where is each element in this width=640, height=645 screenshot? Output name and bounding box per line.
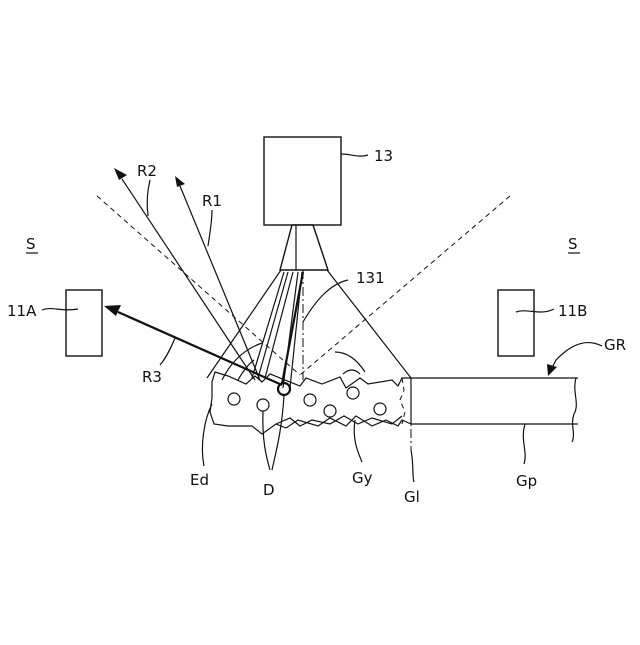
glass-ribbon-label: GR: [604, 336, 626, 354]
inner-ray-2: [258, 272, 288, 378]
camera-leader: [341, 154, 368, 156]
defect-label: D: [263, 481, 275, 499]
glass-edge-inner-profile: [276, 416, 402, 426]
ray2-leader: [147, 180, 150, 216]
glass-p-leader: [523, 424, 525, 464]
defect-bubble-5: [347, 387, 359, 399]
sensor-11a-label: 11A: [7, 302, 37, 320]
space-label-right: S: [568, 235, 578, 253]
ray2-label: R2: [137, 162, 157, 180]
defect-bubble-3: [304, 394, 316, 406]
ray3-label: R3: [142, 368, 162, 386]
ray-r1-arrowhead: [175, 176, 185, 187]
defect-bubble-2: [257, 399, 269, 411]
ray-r2-arrowhead: [114, 168, 127, 180]
sensor-11a-box: [66, 290, 102, 356]
lens-leader: [303, 280, 348, 322]
sensor-11b-box: [498, 290, 534, 356]
boundary-gl-label: Gl: [404, 488, 420, 506]
reflection-arc-right: [335, 352, 365, 372]
glass-ribbon-arrowhead: [547, 364, 557, 376]
sensor-11b-label: 11B: [558, 302, 587, 320]
glass-p-label: Gp: [516, 472, 537, 490]
defect-bubble-6: [374, 403, 386, 415]
camera-body: [264, 137, 341, 225]
glass-break-line: [572, 378, 576, 442]
lens-label: 131: [356, 269, 385, 287]
space-label-left: S: [26, 235, 36, 253]
ray-r2: [122, 179, 255, 380]
boundary-gl-leader: [411, 450, 414, 482]
defect-bubble-4: [324, 405, 336, 417]
defect-leader-2: [272, 395, 284, 470]
glass-y-label: Gy: [352, 469, 373, 487]
edge-label: Ed: [190, 471, 209, 489]
camera-lens: [280, 225, 328, 270]
reflection-arc-mid: [343, 370, 360, 374]
ray3-leader: [160, 338, 175, 365]
ray-r1: [180, 186, 260, 380]
camera-label: 13: [374, 147, 393, 165]
glass-y-leader: [354, 420, 362, 462]
glass-ribbon-leader: [552, 343, 602, 368]
defect-bubble-1: [228, 393, 240, 405]
ray-r3-arrowhead: [104, 305, 121, 316]
defect-leader-1: [263, 411, 270, 470]
ray1-label: R1: [202, 192, 222, 210]
ray1-leader: [208, 210, 212, 246]
